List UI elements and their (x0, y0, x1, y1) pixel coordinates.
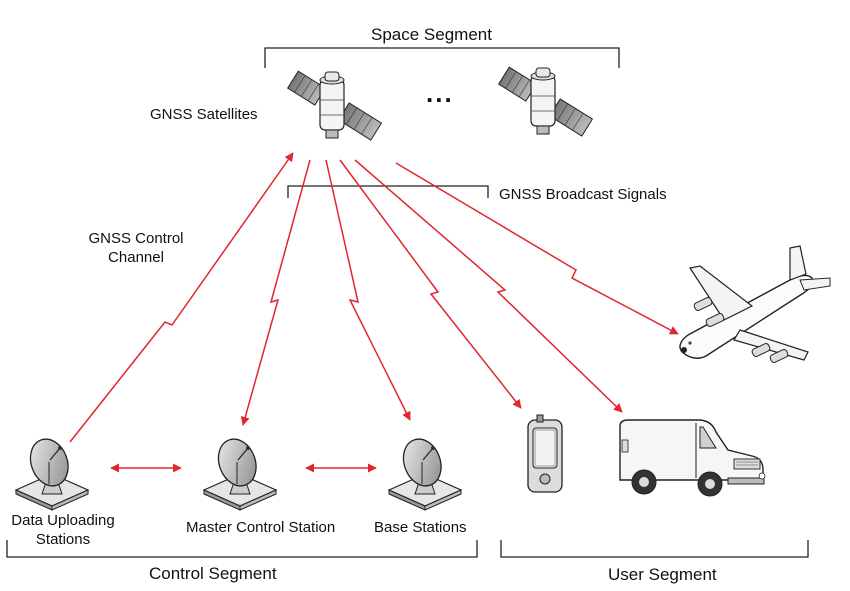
data-uploading-line2: Stations (35, 531, 91, 548)
data-uploading-stations-label: Data Uploading Stations (4, 511, 122, 549)
signal-arrows (69, 152, 679, 473)
broadcast-to-master-control-arrow (240, 159, 311, 426)
broadcast-to-airplane-arrow (395, 162, 679, 335)
control-channel-label: GNSS Control Channel (82, 229, 190, 267)
ground-antenna-icon (14, 438, 90, 511)
broadcast-to-van-arrow (354, 159, 623, 413)
data-uploading-line1: Data Uploading (11, 512, 115, 529)
control-channel-line2: Channel (108, 249, 164, 266)
space-segment-bracket (264, 47, 620, 68)
satellite-body (319, 71, 345, 139)
gnss-satellites-label: GNSS Satellites (150, 106, 258, 123)
space-segment-label: Space Segment (371, 25, 492, 44)
handheld-receiver-icon (527, 414, 563, 493)
control-segment-label: Control Segment (149, 564, 277, 583)
control-segment-bracket (6, 540, 478, 558)
control-channel-uplink-arrow (69, 152, 294, 443)
control-channel-line1: GNSS Control (88, 230, 184, 247)
ellipsis-label: ... (426, 78, 454, 108)
user-segment-bracket (500, 540, 809, 558)
ground-antenna-icon (387, 438, 463, 511)
airplane-icon (679, 245, 831, 363)
master-control-station-label: Master Control Station (186, 519, 336, 536)
broadcast-to-handheld-arrow (339, 159, 522, 409)
van-icon (619, 419, 766, 497)
satellite-body (530, 67, 556, 135)
ground-antenna-icon (202, 438, 278, 511)
user-segment-label: User Segment (608, 565, 717, 584)
broadcast-signals-bracket (287, 185, 489, 198)
broadcast-signals-label: GNSS Broadcast Signals (499, 186, 667, 203)
broadcast-to-base-station-arrow (325, 159, 411, 421)
base-stations-label: Base Stations (374, 519, 467, 536)
